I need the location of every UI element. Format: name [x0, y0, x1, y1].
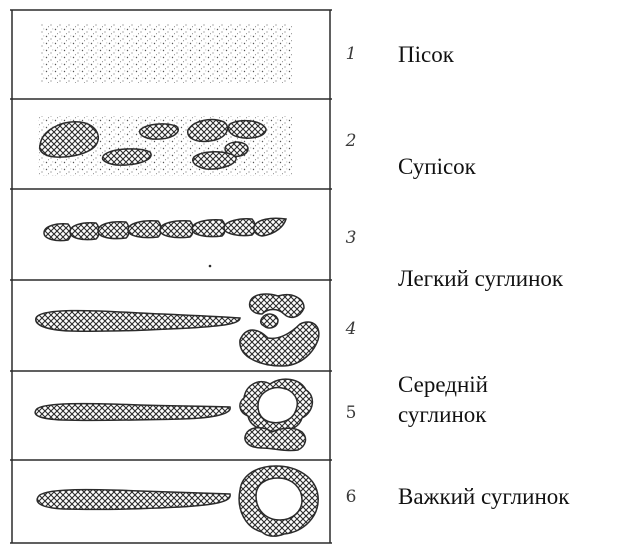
ring-fragment-top	[250, 294, 304, 317]
ring-fragment-inner	[261, 314, 278, 328]
ring	[240, 379, 312, 431]
bead	[254, 218, 286, 236]
ring-fragment-bottom	[240, 322, 319, 366]
bead	[70, 223, 99, 240]
row-3-light-loam-texture	[44, 218, 286, 267]
label-sandy-loam: Супісок	[398, 152, 476, 182]
ring-foot	[245, 428, 306, 451]
row-number-5: 5	[336, 403, 366, 423]
cord	[35, 404, 230, 421]
frame	[10, 10, 332, 543]
bead	[98, 222, 129, 239]
bead	[192, 220, 225, 237]
bead	[224, 219, 255, 236]
bead	[160, 221, 193, 238]
row-1-sand-texture	[40, 24, 292, 83]
cord	[36, 311, 240, 332]
label-heavy-loam: Важкий суглинок	[398, 482, 569, 512]
label-light-loam: Легкий суглинок	[398, 264, 563, 294]
cord	[37, 490, 230, 510]
speck	[209, 265, 212, 268]
bead	[128, 221, 161, 238]
row-number-6: 6	[336, 487, 366, 507]
row-number-2: 2	[336, 131, 366, 151]
row-5-medium-loam-texture	[35, 379, 312, 450]
row-number-3: 3	[336, 228, 366, 248]
row-6-heavy-loam-texture	[37, 466, 318, 536]
row-number-4: 4	[336, 319, 366, 339]
fragment	[140, 124, 179, 139]
bead	[44, 224, 71, 241]
row-2-sandy-loam-texture	[38, 116, 293, 176]
sand-dots	[40, 24, 292, 83]
label-medium-loam: Середній суглинок	[398, 370, 488, 430]
label-sand: Пісок	[398, 40, 454, 70]
fragment	[228, 121, 266, 139]
ring	[239, 466, 318, 536]
row-4-loam-texture	[36, 294, 319, 366]
row-number-1: 1	[336, 44, 366, 64]
